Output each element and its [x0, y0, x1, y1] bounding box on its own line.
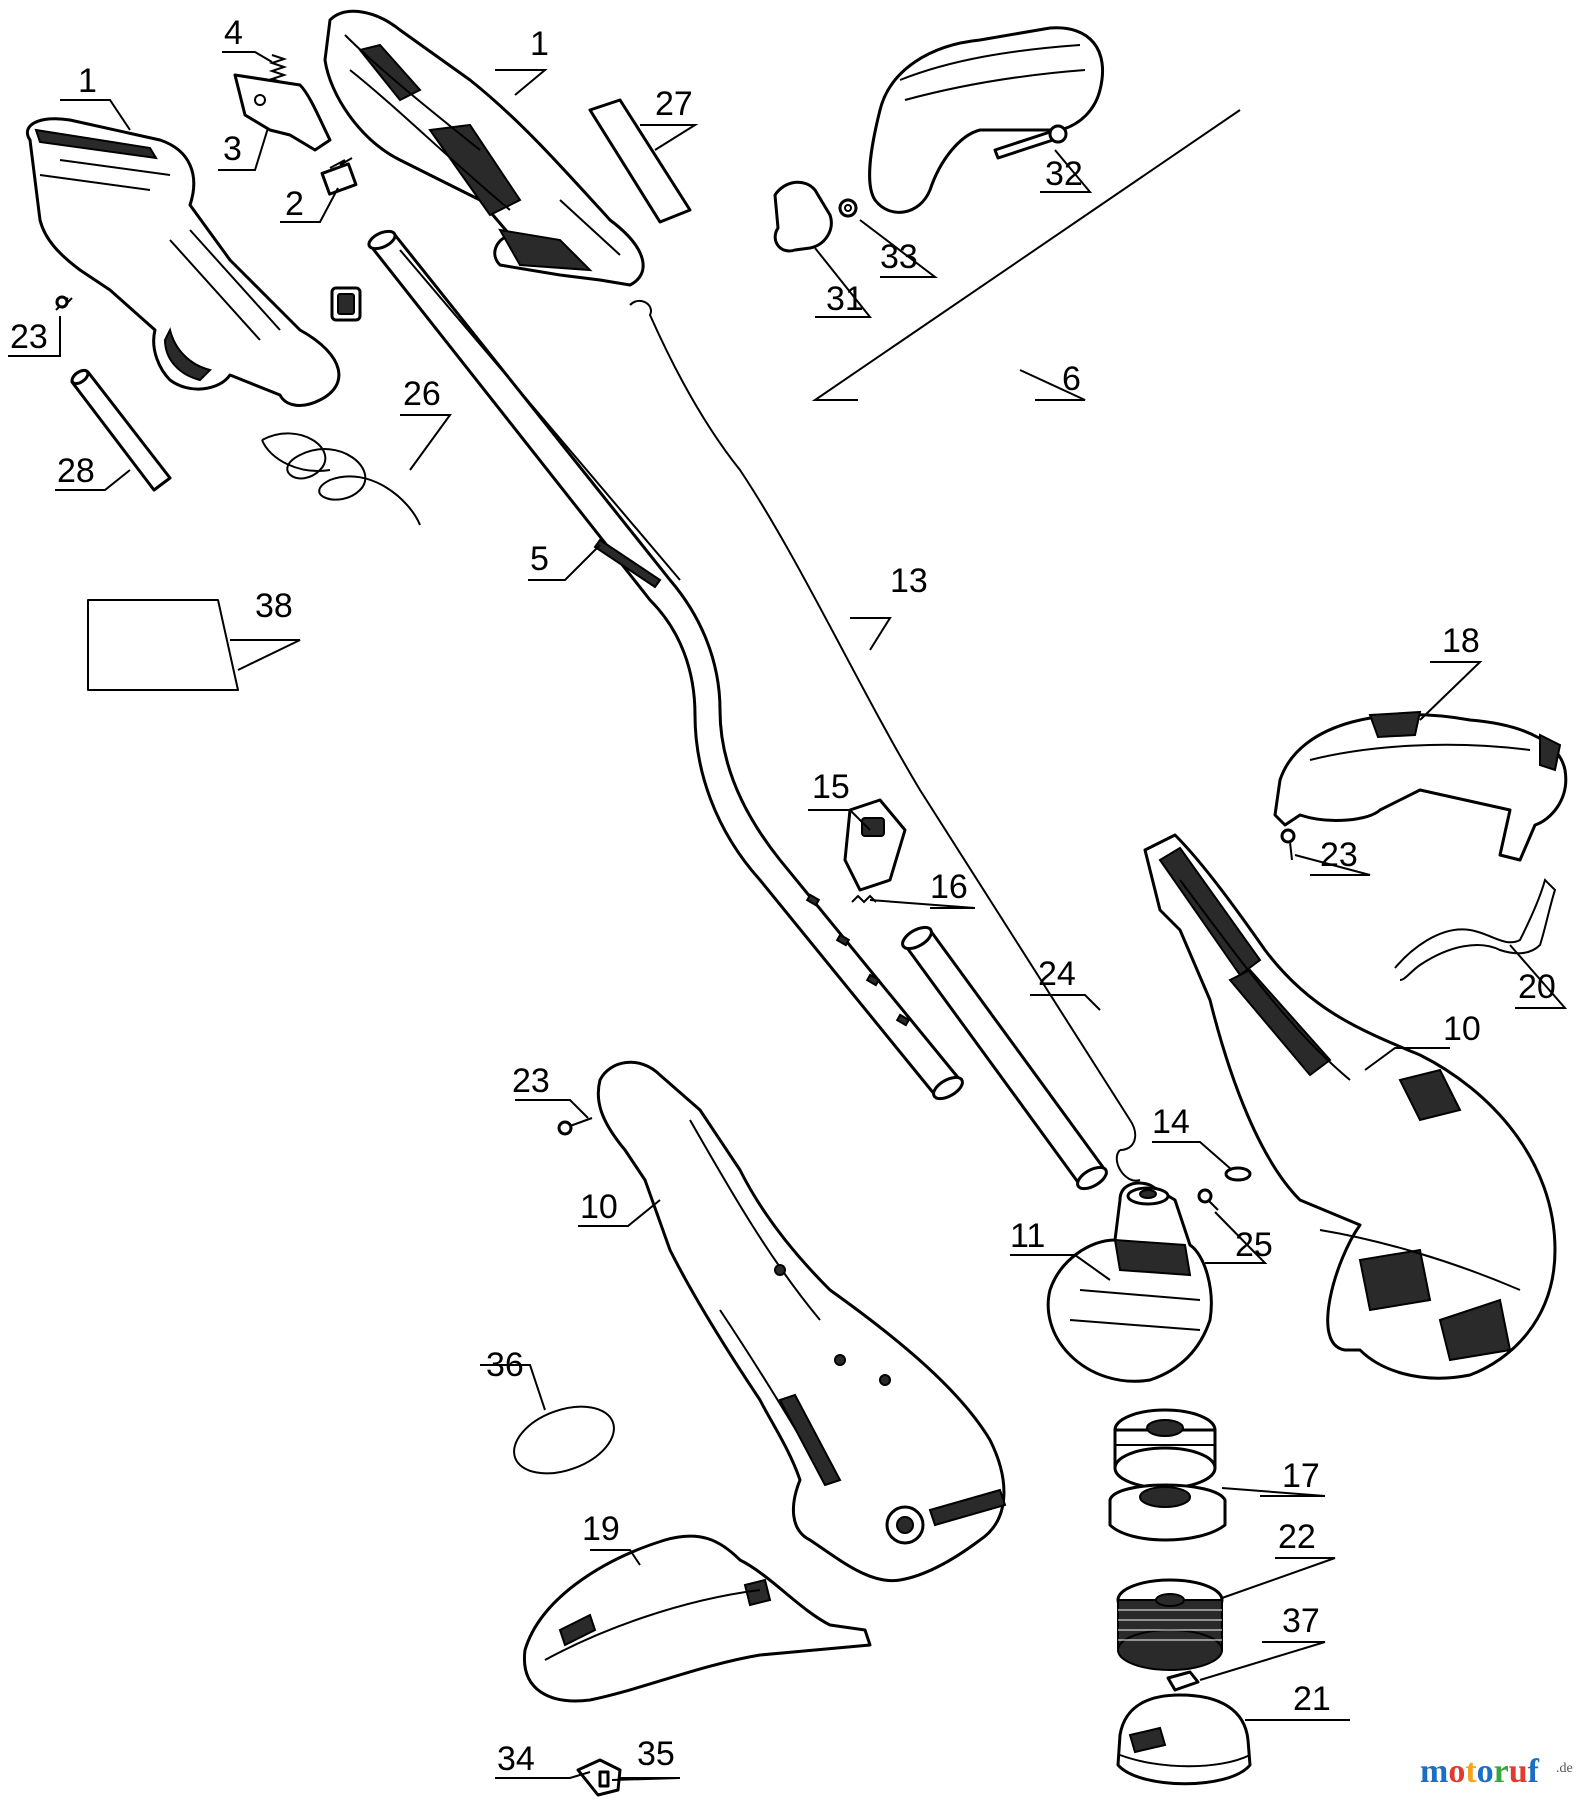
callout-28: 28 — [57, 452, 95, 490]
callout-22: 22 — [1278, 1518, 1316, 1556]
part-17-spool-housing — [1108, 1408, 1227, 1542]
watermark-suffix: .de — [1556, 1761, 1573, 1776]
callout-10-right: 10 — [1443, 1010, 1481, 1048]
callout-14: 14 — [1152, 1103, 1190, 1141]
wm-letter-r: r — [1494, 1753, 1509, 1790]
part-33-nut — [838, 198, 858, 218]
part-36-disc — [513, 1405, 615, 1475]
part-11-motor — [1046, 1181, 1213, 1383]
callout-16: 16 — [930, 868, 968, 906]
callout-21: 21 — [1293, 1680, 1331, 1718]
part-22-spool — [1116, 1578, 1224, 1671]
part-4-spring — [268, 54, 288, 84]
callout-34: 34 — [497, 1740, 535, 1778]
part-15-collar — [843, 798, 907, 892]
part-13-rod — [629, 299, 1141, 1182]
watermark-logo: motoruf .de — [1420, 1753, 1573, 1790]
callout-18: 18 — [1442, 622, 1480, 660]
callout-23-b: 23 — [1320, 836, 1358, 874]
callout-36: 36 — [486, 1346, 524, 1384]
part-23-screw-c — [557, 1117, 593, 1136]
part-16-spring — [851, 894, 877, 904]
wm-letter-f: f — [1528, 1753, 1540, 1790]
part-2-switch — [320, 157, 358, 196]
callout-15: 15 — [812, 768, 850, 806]
callout-23-c: 23 — [512, 1062, 550, 1100]
wm-letter-m: m — [1420, 1753, 1448, 1790]
callout-17: 17 — [1282, 1457, 1320, 1495]
callout-5: 5 — [530, 540, 549, 578]
part-26-strain-relief — [330, 286, 362, 322]
part-1-handle-left — [26, 117, 341, 407]
part-19-guard — [522, 1534, 872, 1703]
callout-labels: 1 1 2 3 4 5 6 10 10 11 13 14 15 16 17 18… — [10, 14, 1556, 1778]
part-31-knob — [773, 180, 833, 253]
callout-13: 13 — [890, 562, 928, 600]
callout-31: 31 — [826, 280, 864, 318]
callout-33: 33 — [880, 238, 918, 276]
callout-1-right: 1 — [530, 25, 549, 63]
part-38-label — [87, 599, 239, 691]
part-28-sleeve — [70, 368, 172, 492]
callout-4: 4 — [224, 14, 243, 52]
part-32-bolt — [993, 124, 1068, 160]
wm-letter-u: u — [1509, 1753, 1528, 1790]
callout-6: 6 — [1062, 360, 1081, 398]
callout-11: 11 — [1010, 1217, 1045, 1255]
part-24-tube — [901, 925, 1108, 1191]
callout-1-left: 1 — [78, 62, 97, 100]
wm-letter-t: t — [1465, 1753, 1477, 1790]
part-10-housing-right — [1143, 833, 1557, 1380]
callout-38: 38 — [255, 587, 293, 625]
part-25-screw — [1197, 1188, 1219, 1211]
part-35-screw — [598, 1770, 610, 1788]
part-14-nut — [1224, 1166, 1252, 1182]
callout-37: 37 — [1282, 1602, 1320, 1640]
part-18-guard-cover — [1273, 710, 1568, 862]
callout-25: 25 — [1235, 1226, 1273, 1264]
svg-text:motoruf: motoruf — [1420, 1753, 1540, 1790]
callout-24: 24 — [1038, 955, 1076, 993]
callout-35: 35 — [637, 1735, 675, 1773]
part-26-cord — [261, 432, 421, 526]
part-5-main-tube — [367, 229, 964, 1101]
callout-26: 26 — [403, 375, 441, 413]
callout-3: 3 — [223, 130, 242, 168]
part-10-housing-left — [596, 1060, 1007, 1583]
callout-19: 19 — [582, 1510, 620, 1548]
callout-20: 20 — [1518, 968, 1556, 1006]
callout-27: 27 — [655, 85, 693, 123]
part-3-trigger — [233, 73, 332, 152]
wm-letter-o: o — [1448, 1753, 1465, 1790]
wm-letter-o2: o — [1477, 1753, 1494, 1790]
part-20-wire-guard — [1394, 878, 1557, 981]
callout-2: 2 — [285, 185, 304, 223]
part-27-label — [588, 98, 692, 224]
leader-lines — [8, 51, 1568, 1781]
part-1-handle-right — [323, 9, 645, 287]
callout-10-left: 10 — [580, 1188, 618, 1226]
part-21-cap — [1116, 1693, 1252, 1786]
callout-32: 32 — [1045, 155, 1083, 193]
part-23-screw-b — [1280, 828, 1296, 861]
callout-23-a: 23 — [10, 318, 48, 356]
part-37-clip — [1166, 1670, 1200, 1692]
part-23-screw-a — [55, 295, 73, 311]
